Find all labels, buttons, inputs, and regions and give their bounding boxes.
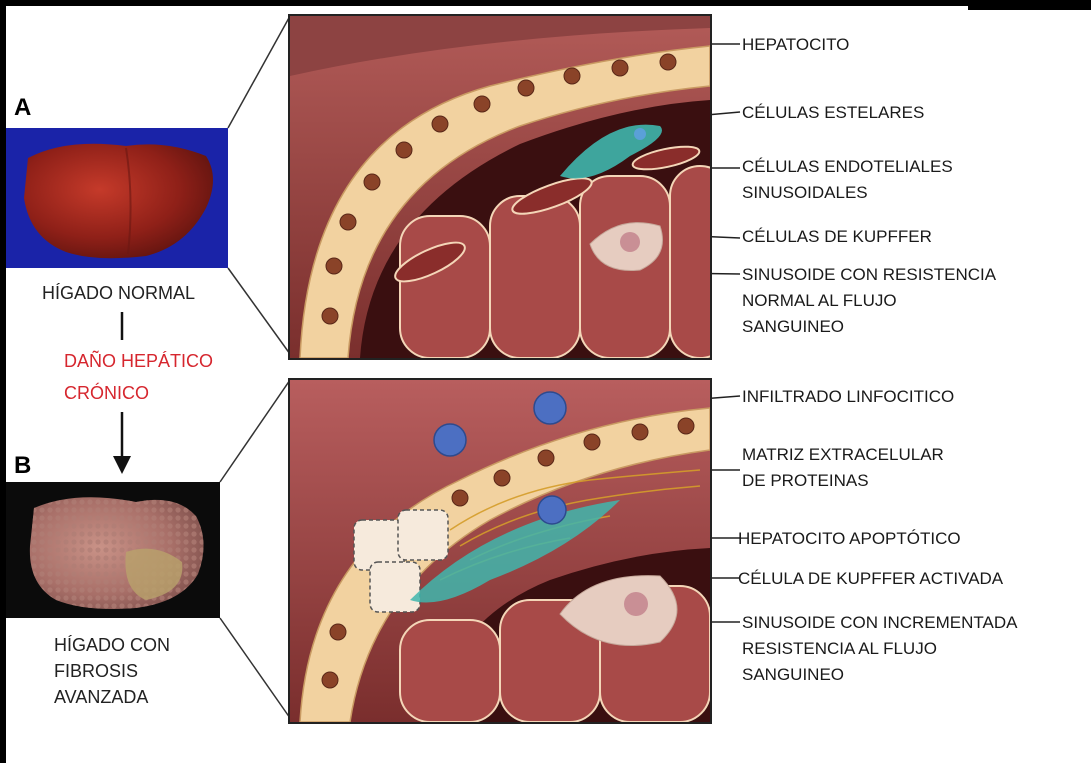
label-increased-sinusoid-line3: SANGUINEO (742, 662, 1018, 688)
normal-sinusoid-illustration (288, 14, 712, 360)
label-increased-sinusoid-line1: SINUSOIDE CON INCREMENTADA (742, 610, 1018, 636)
label-endothelial-line2: SINUSOIDALES (742, 180, 953, 206)
fibrotic-caption-line1: HÍGADO CON (54, 632, 170, 658)
label-stellate-cells: CÉLULAS ESTELARES (742, 100, 924, 126)
label-endothelial-cells: CÉLULAS ENDOTELIALES SINUSOIDALES (742, 154, 953, 206)
fibrotic-liver-caption: HÍGADO CON FIBROSIS AVANZADA (54, 632, 170, 710)
normal-liver-photo (6, 128, 228, 268)
normal-liver-caption: HÍGADO NORMAL (42, 280, 195, 306)
label-increased-sinusoid: SINUSOIDE CON INCREMENTADA RESISTENCIA A… (742, 610, 1018, 688)
fibrotic-caption-line2: FIBROSIS (54, 658, 170, 684)
label-matrix-line2: DE PROTEINAS (742, 468, 944, 494)
label-stellate-line1: CÉLULAS ESTELARES (742, 100, 924, 126)
label-apoptotic-line1: HEPATOCITO APOPTÓTICO (738, 526, 961, 552)
label-normal-sinusoid-line2: NORMAL AL FLUJO (742, 288, 996, 314)
label-normal-sinusoid-line3: SANGUINEO (742, 314, 996, 340)
label-activated-kupffer-line1: CÉLULA DE KUPFFER ACTIVADA (738, 566, 1003, 592)
label-matrix-line1: MATRIZ EXTRACELULAR (742, 442, 944, 468)
fibrotic-caption-line3: AVANZADA (54, 684, 170, 710)
label-hepatocyte-line1: HEPATOCITO (742, 32, 849, 58)
label-endothelial-line1: CÉLULAS ENDOTELIALES (742, 154, 953, 180)
chronic-damage-line2: CRÓNICO (64, 380, 149, 406)
label-kupffer-line1: CÉLULAS DE KUPFFER (742, 224, 932, 250)
label-normal-sinusoid: SINUSOIDE CON RESISTENCIA NORMAL AL FLUJ… (742, 262, 996, 340)
label-normal-sinusoid-line1: SINUSOIDE CON RESISTENCIA (742, 262, 996, 288)
fibrotic-liver-photo (6, 482, 220, 618)
label-kupffer-cells: CÉLULAS DE KUPFFER (742, 224, 932, 250)
panel-b-letter: B (14, 452, 31, 480)
label-extracellular-matrix: MATRIZ EXTRACELULAR DE PROTEINAS (742, 442, 944, 494)
label-lymphocytic-infiltrate: INFILTRADO LINFOCITICO (742, 384, 954, 410)
fibrotic-sinusoid-illustration (288, 378, 712, 724)
panel-a-letter: A (14, 94, 31, 122)
label-activated-kupffer: CÉLULA DE KUPFFER ACTIVADA (738, 566, 1003, 592)
label-lymphocytic-line1: INFILTRADO LINFOCITICO (742, 384, 954, 410)
label-apoptotic-hepatocyte: HEPATOCITO APOPTÓTICO (738, 526, 961, 552)
label-increased-sinusoid-line2: RESISTENCIA AL FLUJO (742, 636, 1018, 662)
chronic-damage-line1: DAÑO HEPÁTICO (64, 348, 213, 374)
label-hepatocyte: HEPATOCITO (742, 32, 849, 58)
